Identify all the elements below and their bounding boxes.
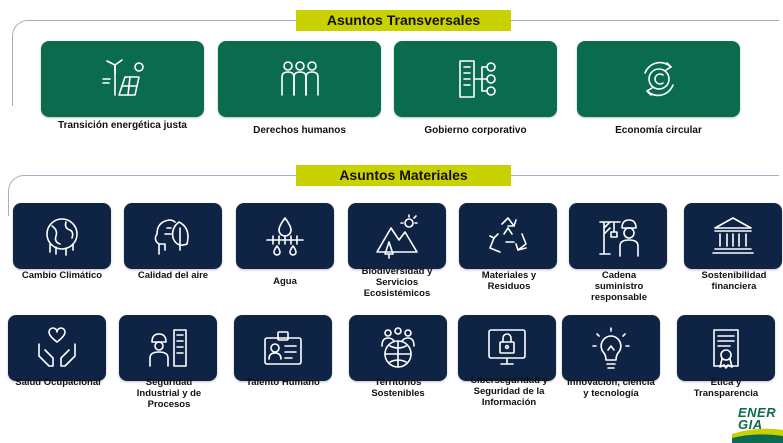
label-etica-transparencia: Ética y Transparencia [693,377,759,399]
label-economia-circular: Economía circular [615,125,702,136]
transversales-banner: Asuntos Transversales [296,10,511,31]
wind-solar-icon [101,59,144,96]
label-cadena-suministro: Cadena suministro responsable [591,270,647,303]
logo-word-line1: ENER [738,405,777,420]
card-derechos-humanos[interactable] [218,41,381,117]
people-globe-icon [381,327,415,368]
ecopetrol-energia-logo [732,428,783,443]
label-cambio-climatico: Cambio Climático [21,270,103,281]
label-derechos-humanos: Derechos humanos [253,125,346,136]
card-materiales-residuos[interactable] [459,203,557,269]
label-gobierno-corporativo: Gobierno corporativo [424,125,527,136]
card-salud-ocupacional[interactable] [8,315,106,381]
label-innovacion: Innovación, ciencia y tecnología [567,377,655,399]
card-cadena-suministro[interactable] [569,203,667,269]
transversales-bracket [12,20,297,106]
card-ciberseguridad[interactable] [458,315,556,381]
card-economia-circular[interactable] [577,41,740,117]
label-materiales-residuos: Materiales y Residuos [481,270,537,292]
lightbulb-icon [592,327,630,369]
building-network-icon [458,60,496,98]
card-sostenibilidad-financiera[interactable] [684,203,782,269]
label-agua: Agua [273,276,297,287]
monitor-lock-icon [488,329,526,365]
recycle-icon [489,217,527,253]
certificate-icon [713,329,739,369]
card-innovacion[interactable] [562,315,660,381]
card-agua[interactable] [236,203,334,269]
head-leaf-icon [154,219,189,255]
label-ciberseguridad: Ciberseguridad y Seguridad de la Informa… [470,375,548,408]
melting-globe-icon [46,218,78,256]
people-group-icon [280,61,319,96]
card-territorios-sostenibles[interactable] [349,315,447,381]
card-cambio-climatico[interactable] [13,203,111,269]
label-calidad-aire: Calidad del aire [137,270,209,281]
materiales-bracket-right [511,175,779,176]
label-territorios-sostenibles: Territorios Sostenibles [371,377,425,399]
circular-economy-icon [643,61,674,97]
label-seguridad-industrial: Seguridad Industrial y de Procesos [136,377,202,410]
card-etica-transparencia[interactable] [677,315,775,381]
water-drops-icon [266,217,304,256]
crane-worker-icon [599,219,639,257]
label-sostenibilidad-financiera: Sostenibilidad financiera [701,270,767,292]
transversales-bracket-right [511,20,779,21]
label-talento-humano: Talento Humano [246,377,320,388]
materiales-banner: Asuntos Materiales [296,165,511,186]
card-biodiversidad[interactable] [348,203,446,269]
worker-buildings-icon [149,329,187,367]
card-talento-humano[interactable] [234,315,332,381]
id-badge-icon [264,331,302,365]
bank-icon [712,217,754,254]
label-biodiversidad: Biodiversidad y Servicios Ecosistémicos [361,266,433,299]
card-calidad-aire[interactable] [124,203,222,269]
card-seguridad-industrial[interactable] [119,315,217,381]
landscape-icon [376,214,418,259]
logo-word: ENER GIA [738,405,777,432]
hands-heart-icon [38,327,76,367]
logo-word-line2: GIA [738,417,763,432]
label-salud-ocupacional: Salud Ocupacional [15,377,101,388]
card-gobierno-corporativo[interactable] [394,41,557,117]
card-transicion-energetica[interactable] [41,41,204,117]
materiales-bracket [8,175,297,216]
label-transicion-energetica: Transición energética justa [58,120,187,131]
